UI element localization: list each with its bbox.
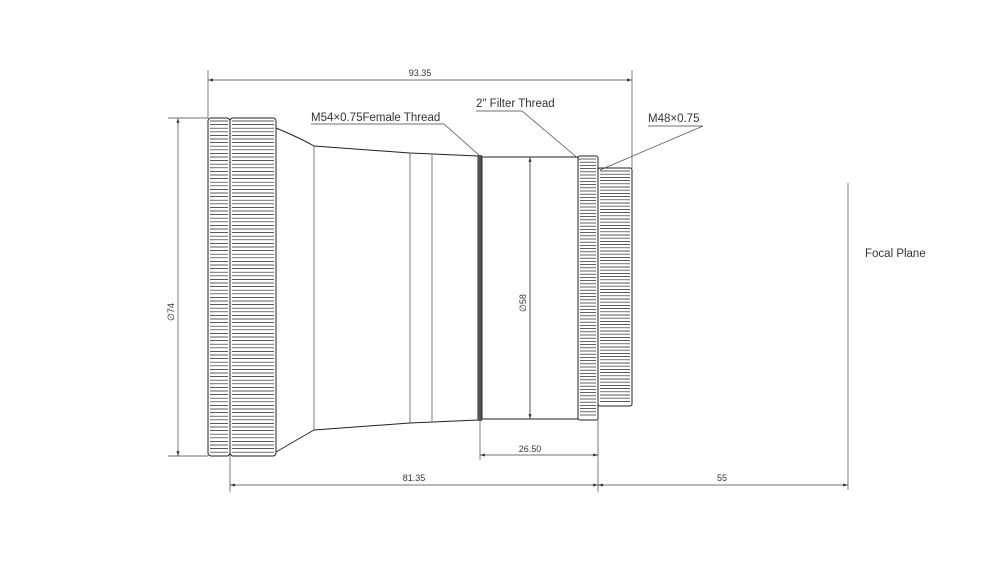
dim-diameter-58: ∅58 bbox=[518, 157, 532, 419]
label-filter-thread: 2" Filter Thread bbox=[476, 98, 581, 161]
front-ring-2 bbox=[229, 117, 277, 457]
lens-body bbox=[207, 117, 633, 457]
label-rear-thread: M48×0.75 bbox=[599, 113, 704, 171]
label-female-thread: M54×0.75Female Thread bbox=[311, 112, 481, 157]
filter-thread-label: 2" Filter Thread bbox=[476, 98, 555, 110]
rear-thread-label: M48×0.75 bbox=[648, 113, 699, 125]
dim-bottom: 81.35 55 bbox=[229, 420, 848, 492]
front-knurling bbox=[210, 120, 274, 453]
back-focus-text: 55 bbox=[717, 473, 727, 483]
thread-groove bbox=[478, 155, 482, 421]
rear-ring bbox=[597, 167, 633, 407]
filter-ring-knurling bbox=[580, 158, 596, 416]
focal-plane-label: Focal Plane bbox=[865, 248, 926, 260]
dim-diameter-74: ∅74 bbox=[166, 117, 208, 457]
body-length-text: 81.35 bbox=[403, 473, 426, 483]
thread-length-text: 26.50 bbox=[519, 444, 542, 454]
female-thread-label: M54×0.75Female Thread bbox=[311, 112, 440, 124]
dim-overall: 93.35 bbox=[207, 68, 633, 168]
dim-thread-length: 26.50 bbox=[479, 421, 598, 460]
diameter-58-text: ∅58 bbox=[518, 294, 528, 312]
rear-ring-knurling bbox=[600, 170, 630, 402]
overall-length-text: 93.35 bbox=[409, 68, 432, 78]
lens-barrel bbox=[275, 127, 479, 453]
filter-ring bbox=[577, 155, 599, 421]
diameter-74-text: ∅74 bbox=[166, 303, 176, 321]
